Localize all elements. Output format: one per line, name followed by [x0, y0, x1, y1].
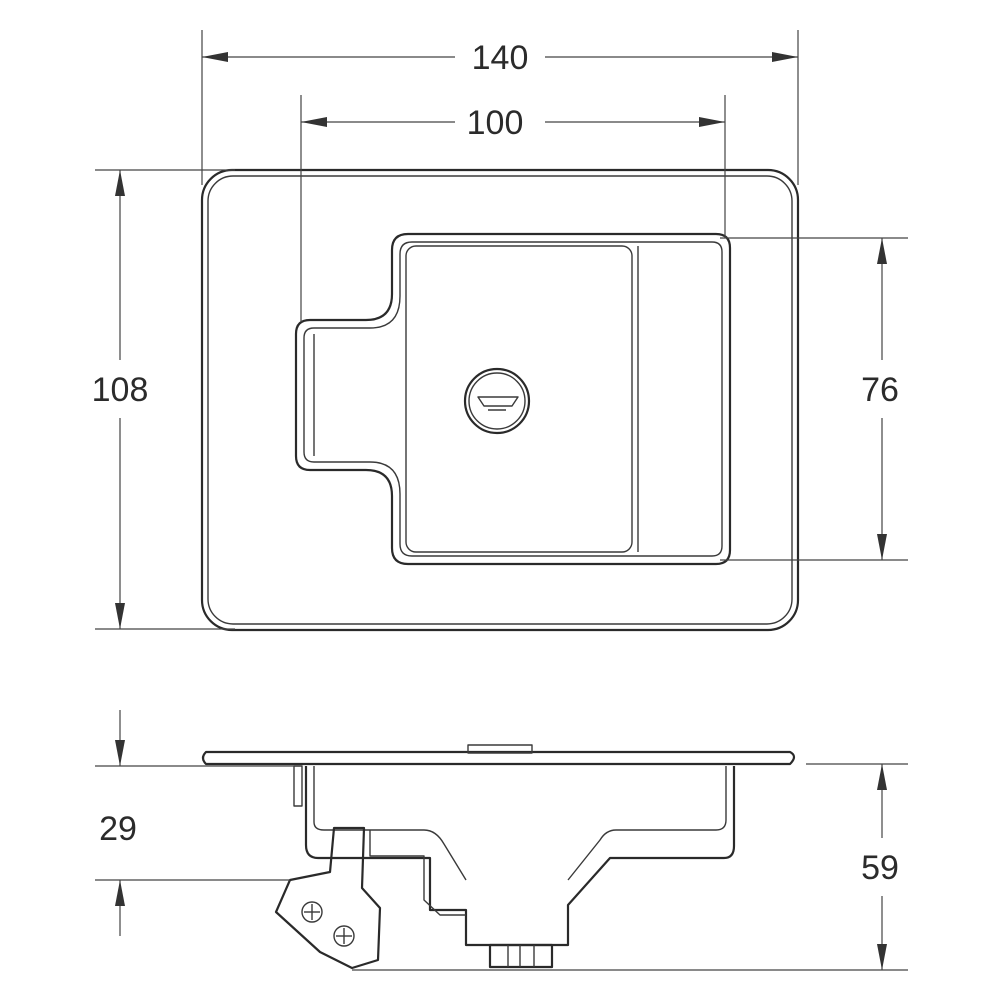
- screw-icon-upper: [301, 901, 323, 923]
- side-view: [201, 744, 796, 970]
- stud-nut: [488, 943, 554, 969]
- dimension-inner-height: 76: [720, 237, 908, 561]
- label-108: 108: [92, 371, 149, 409]
- label-59: 59: [861, 849, 899, 887]
- pull-handle-paddle: [405, 245, 633, 553]
- label-76: 76: [861, 371, 899, 409]
- handle-recess-inner-edge: [303, 241, 723, 557]
- outer-plate-inner-edge: [207, 175, 793, 625]
- dimension-total-depth: 59: [352, 763, 908, 971]
- label-140: 140: [472, 39, 529, 77]
- dimension-overall-height: 108: [92, 169, 235, 630]
- top-view: [200, 168, 800, 632]
- latch-tray: [304, 766, 736, 947]
- flange-bump: [467, 744, 533, 754]
- latch-pawl: [274, 826, 382, 970]
- dimension-overall-width: 140: [201, 30, 799, 185]
- latch-tray-inner: [313, 766, 467, 881]
- label-29: 29: [99, 810, 137, 848]
- side-tab: [293, 765, 303, 807]
- latch-tray-inner-right: [567, 766, 727, 881]
- dimension-inner-width: 100: [300, 95, 726, 322]
- lock-cylinder-icon: [463, 367, 531, 435]
- inner-block: [369, 830, 466, 916]
- outer-plate-outline: [200, 168, 800, 632]
- label-100: 100: [467, 104, 524, 142]
- dimension-flange-depth: 29: [95, 710, 300, 936]
- handle-recess-outline: [294, 232, 732, 566]
- flange-plate: [201, 750, 796, 766]
- screw-icon-lower: [333, 925, 355, 947]
